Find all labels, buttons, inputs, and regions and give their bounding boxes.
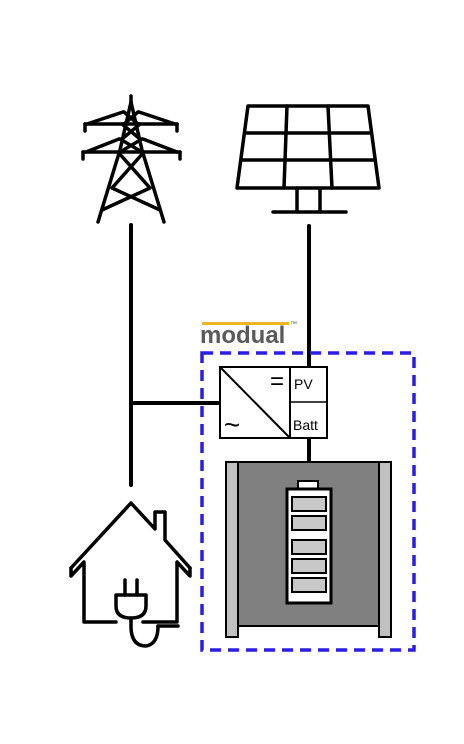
solar-panel-icon bbox=[235, 104, 381, 214]
logo-text: modual bbox=[200, 322, 285, 349]
cabinet-rail-left bbox=[225, 461, 239, 638]
pylon-icon bbox=[81, 94, 182, 224]
modual-logo: modual ™ bbox=[200, 321, 297, 349]
inverter: = ~ PV Batt bbox=[219, 366, 328, 440]
battery-cell-2 bbox=[291, 515, 327, 531]
system-enclosure bbox=[200, 351, 416, 652]
house-icon bbox=[69, 501, 192, 624]
ac-symbol: ~ bbox=[224, 409, 240, 440]
plug-icon bbox=[114, 578, 180, 648]
cabinet-rail-right bbox=[378, 461, 392, 638]
dc-symbol: = bbox=[270, 368, 284, 395]
battery-cell-3 bbox=[291, 539, 327, 555]
battery-cell-4 bbox=[291, 558, 327, 574]
logo-accent-bar bbox=[202, 322, 289, 325]
battery-icon bbox=[285, 480, 333, 605]
batt-port-label: Batt bbox=[293, 417, 318, 433]
battery-cell-5 bbox=[291, 577, 327, 593]
logo-trademark: ™ bbox=[290, 321, 297, 328]
inverter-diagonal bbox=[219, 366, 291, 439]
wiring bbox=[129, 223, 311, 487]
battery-cell-1 bbox=[291, 496, 327, 512]
pv-port-label: PV bbox=[294, 376, 313, 392]
